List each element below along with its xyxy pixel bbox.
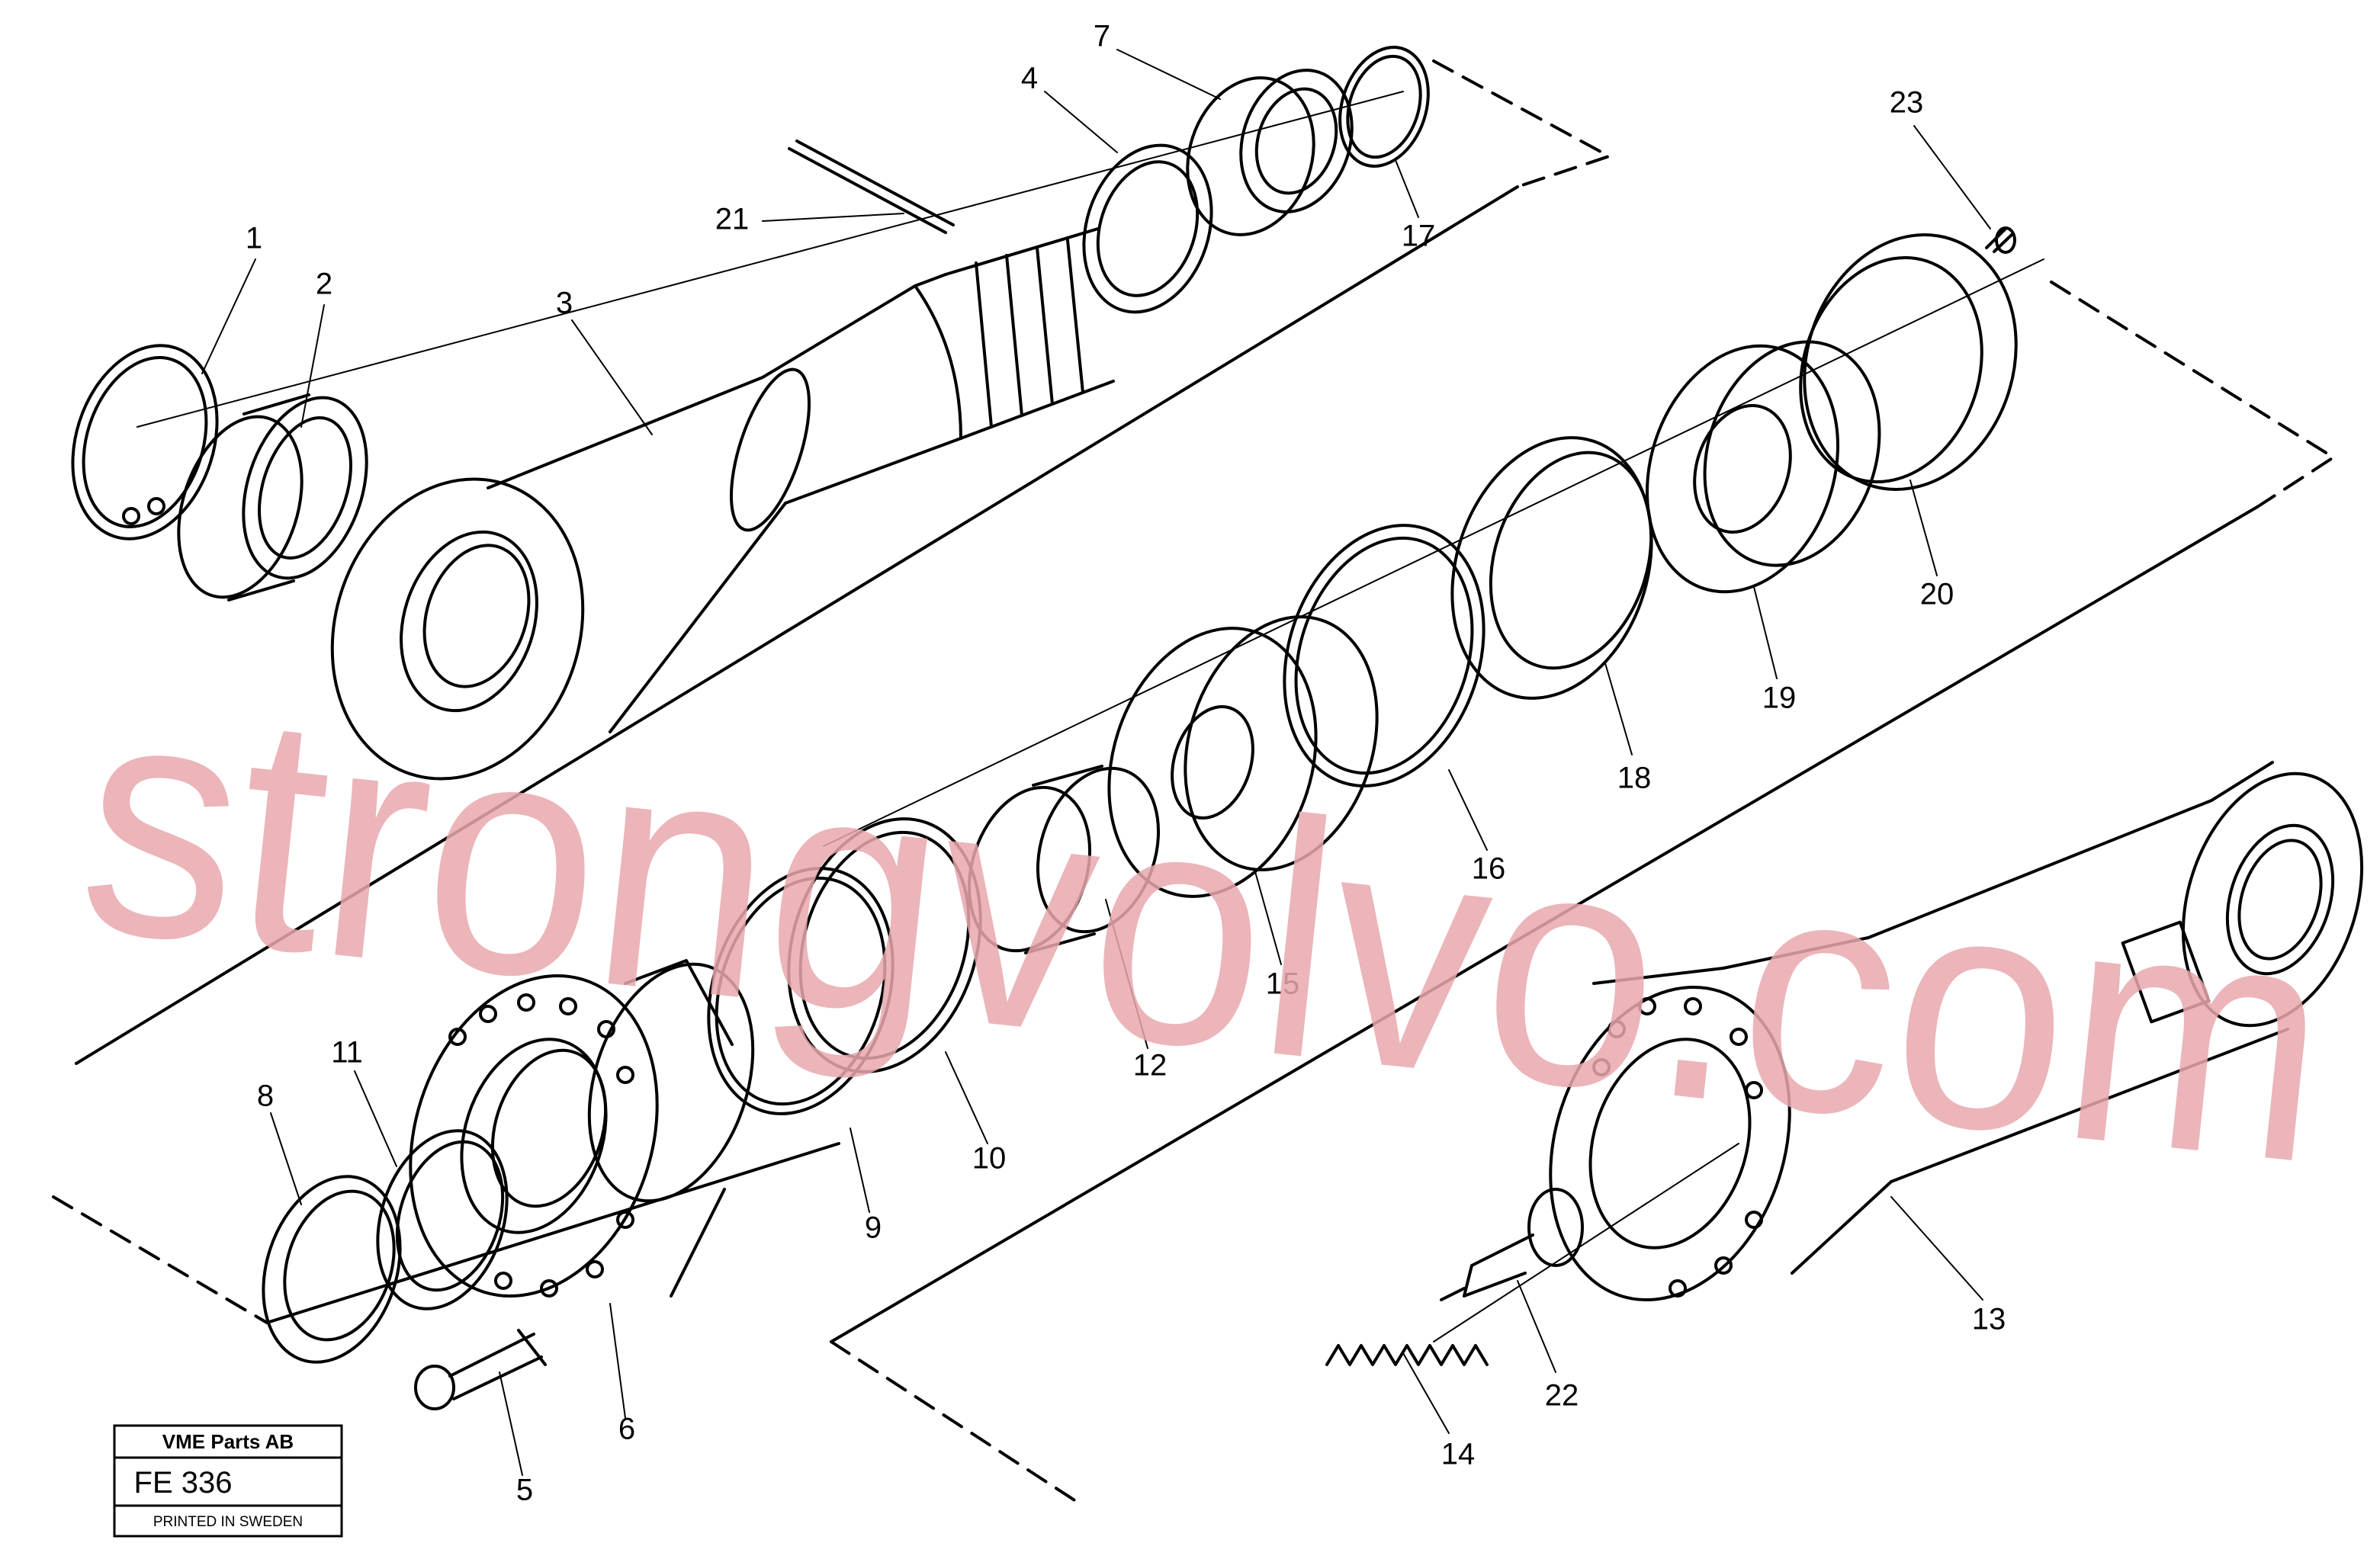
callout-17: 17 bbox=[1402, 220, 1436, 253]
callout-13: 13 bbox=[1972, 1303, 2006, 1336]
part-cylinder-head bbox=[409, 959, 755, 1298]
axis-upper bbox=[137, 91, 1404, 428]
leader-23 bbox=[1913, 125, 1991, 229]
part-bearing-bush bbox=[177, 393, 368, 601]
part-piston bbox=[1107, 615, 1379, 898]
part-wear-ring bbox=[1283, 524, 1485, 788]
watermark-text: strongvolvo.com bbox=[67, 627, 2343, 1236]
callout-2: 2 bbox=[316, 268, 332, 301]
callout-20: 20 bbox=[1920, 578, 1954, 611]
callout-10: 10 bbox=[972, 1142, 1007, 1176]
leader-7 bbox=[1116, 49, 1221, 100]
callout-16: 16 bbox=[1472, 852, 1506, 886]
leader-1 bbox=[201, 258, 256, 374]
callout-23: 23 bbox=[1890, 86, 1924, 120]
part-o-ring-small bbox=[1338, 46, 1430, 168]
part-dust-seal bbox=[262, 1175, 402, 1364]
callout-6: 6 bbox=[618, 1413, 635, 1446]
callout-14: 14 bbox=[1441, 1438, 1476, 1471]
part-spring bbox=[1325, 1344, 1489, 1366]
callout-5: 5 bbox=[516, 1474, 533, 1507]
part-spacer-tube bbox=[967, 765, 1161, 954]
callout-22: 22 bbox=[1545, 1379, 1579, 1413]
part-grub-screw bbox=[1985, 226, 2016, 254]
leader-8 bbox=[270, 1112, 302, 1205]
leader-12 bbox=[1105, 899, 1148, 1049]
leader-10 bbox=[945, 1051, 988, 1144]
stamp-box: VME Parts AB FE 336 PRINTED IN SWEDEN bbox=[113, 1424, 343, 1538]
callout-12: 12 bbox=[1133, 1049, 1168, 1083]
frame-line-upper bbox=[75, 185, 1519, 1065]
leader-13 bbox=[1890, 1196, 1983, 1301]
leader-15 bbox=[1254, 868, 1282, 965]
callout-1: 1 bbox=[246, 222, 262, 255]
callout-19: 19 bbox=[1762, 682, 1797, 715]
leader-2 bbox=[300, 304, 325, 428]
part-piston-nut bbox=[1646, 340, 1881, 594]
leader-9 bbox=[850, 1128, 870, 1213]
leader-4 bbox=[1044, 91, 1118, 153]
callout-4: 4 bbox=[1021, 62, 1038, 95]
stamp-company: VME Parts AB bbox=[162, 1430, 294, 1453]
callout-18: 18 bbox=[1617, 762, 1652, 795]
frame-line-lower bbox=[265, 1142, 840, 1324]
callout-7: 7 bbox=[1094, 20, 1110, 53]
part-check-valve bbox=[1440, 1188, 1584, 1301]
axis-lower bbox=[1433, 1143, 1739, 1342]
leader-5 bbox=[499, 1371, 523, 1476]
part-guide-bush bbox=[1186, 69, 1354, 236]
part-cylinder-tube bbox=[1549, 761, 2364, 1302]
leader-18 bbox=[1604, 662, 1633, 755]
part-piston-seal bbox=[1450, 436, 1653, 700]
part-piston-rod bbox=[330, 227, 1115, 781]
callout-8: 8 bbox=[257, 1079, 274, 1113]
callout-15: 15 bbox=[1266, 967, 1300, 1001]
leader-19 bbox=[1753, 586, 1778, 679]
stamp-printed: PRINTED IN SWEDEN bbox=[153, 1514, 303, 1530]
frame-line-right bbox=[2050, 281, 2335, 508]
frame-line-lower-left bbox=[52, 1195, 268, 1324]
leader-3 bbox=[571, 319, 653, 435]
leader-22 bbox=[1517, 1280, 1556, 1373]
part-wiper-ring bbox=[376, 1129, 509, 1310]
callout-21: 21 bbox=[715, 203, 750, 236]
part-o-ring-large bbox=[707, 867, 895, 1115]
axis-middle bbox=[823, 258, 2044, 847]
leader-14 bbox=[1402, 1352, 1450, 1434]
leader-21 bbox=[762, 213, 904, 222]
stamp-code: FE 336 bbox=[134, 1466, 233, 1500]
frame-line-bottom bbox=[830, 1340, 1084, 1507]
frame-line-top-right bbox=[1432, 59, 1611, 188]
leader-17 bbox=[1395, 159, 1419, 218]
callout-11: 11 bbox=[331, 1036, 363, 1070]
leader-11 bbox=[354, 1070, 397, 1167]
part-pin bbox=[788, 140, 955, 234]
part-seal-ring bbox=[1082, 143, 1213, 314]
part-bolt bbox=[414, 1329, 547, 1410]
leader-16 bbox=[1448, 769, 1488, 851]
callout-3: 3 bbox=[556, 287, 573, 320]
callout-9: 9 bbox=[865, 1211, 882, 1245]
leader-6 bbox=[609, 1303, 626, 1419]
leader-20 bbox=[1909, 480, 1938, 576]
frame-line-middle bbox=[830, 505, 2259, 1343]
part-backup-ring bbox=[787, 817, 982, 1073]
